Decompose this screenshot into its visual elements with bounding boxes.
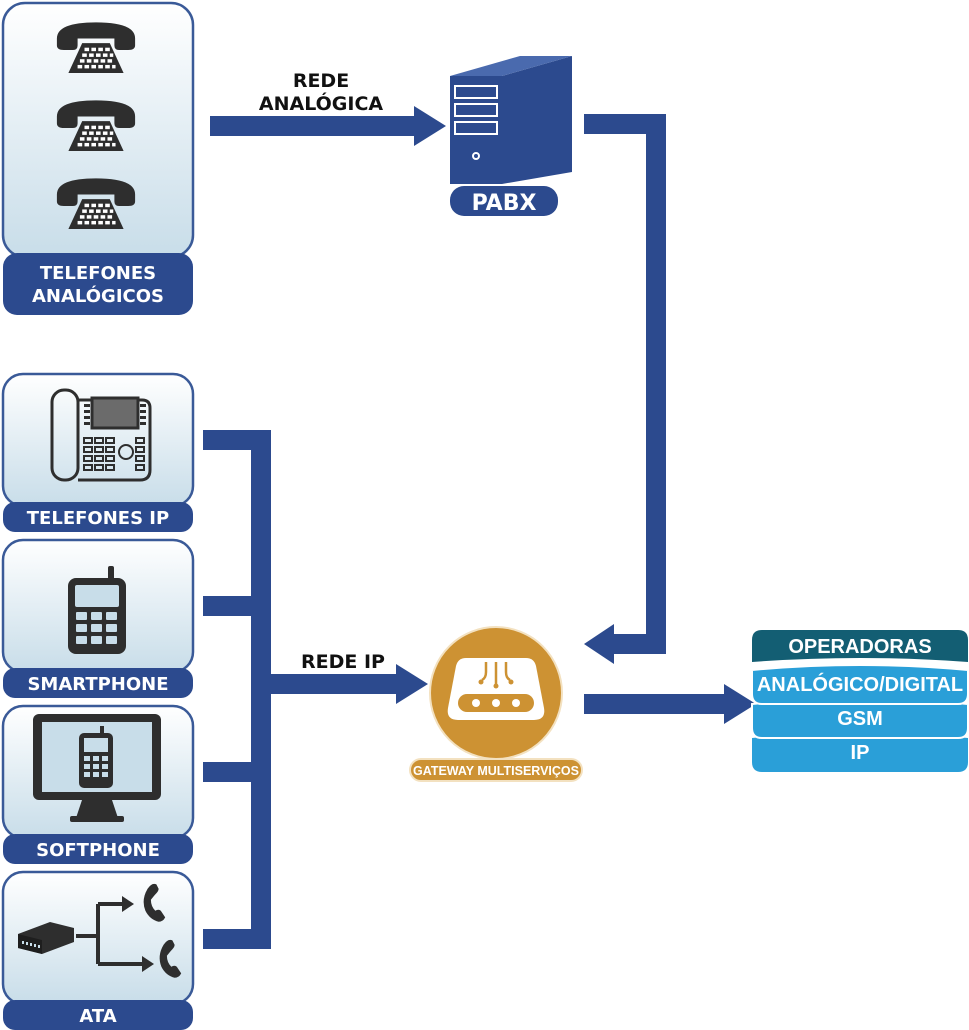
operadora-row-bg [751, 664, 969, 705]
operadoras-stack: OPERADORAS ANALÓGICO/DIGITAL GSM IP [751, 630, 969, 772]
operadora-item-gsm: GSM [837, 708, 883, 730]
gateway-label: GATEWAY MULTISERVIÇOS [413, 764, 579, 778]
connector-analog-to-pabx [210, 106, 446, 146]
ip-phones-card: TELEFONES IP [1, 372, 195, 532]
mobile-phone-icon [68, 566, 126, 654]
operadoras-title: OPERADORAS [788, 636, 931, 658]
smartphone-label: SMARTPHONE [27, 674, 168, 695]
pabx-label: PABX [472, 191, 537, 216]
ata-label-bg [3, 1000, 193, 1030]
operadoras-header-bg [752, 630, 968, 662]
smartphone-label-bg [3, 668, 193, 698]
connector-gateway-to-operadoras [584, 684, 756, 724]
ata-card: ATA [1, 870, 195, 1030]
operadora-item-ip: IP [851, 742, 870, 764]
analog-phones-label-line2: ANALÓGICOS [32, 285, 164, 307]
ip-desk-phone-icon [50, 388, 152, 482]
analog-phones-card: TELEFONES ANALÓGICOS [1, 1, 195, 315]
rede-ip-label: REDE IP [301, 651, 385, 673]
softphone-label: SOFTPHONE [36, 840, 160, 861]
rede-analogica-label-line1: REDE [293, 70, 349, 92]
operadora-item-analogico-digital: ANALÓGICO/DIGITAL [757, 672, 963, 696]
softphone-label-bg [3, 834, 193, 864]
smartphone-card: SMARTPHONE [1, 538, 195, 698]
ip-phones-label-bg [3, 502, 193, 532]
gateway: GATEWAY MULTISERVIÇOS [409, 626, 583, 782]
monitor-phone-icon [33, 714, 161, 822]
pabx-label-bg [450, 186, 558, 216]
ata-adapter-icon [18, 883, 182, 978]
operadora-row-bg [752, 733, 968, 772]
ip-phones-label: TELEFONES IP [27, 508, 169, 529]
gateway-label-bg [409, 758, 583, 782]
analog-phones-label-bg [3, 253, 193, 315]
connector-pabx-to-gateway [584, 114, 666, 664]
softphone-card: SOFTPHONE [1, 704, 195, 864]
analog-phones-label-line1: TELEFONES [40, 263, 156, 284]
rede-analogica-label-line2: ANALÓGICA [259, 91, 384, 115]
connector-ip-bus [203, 430, 428, 949]
gateway-router-icon [447, 658, 545, 720]
pabx: PABX [450, 56, 572, 216]
ata-label: ATA [79, 1006, 116, 1027]
server-tower-icon [450, 56, 572, 184]
